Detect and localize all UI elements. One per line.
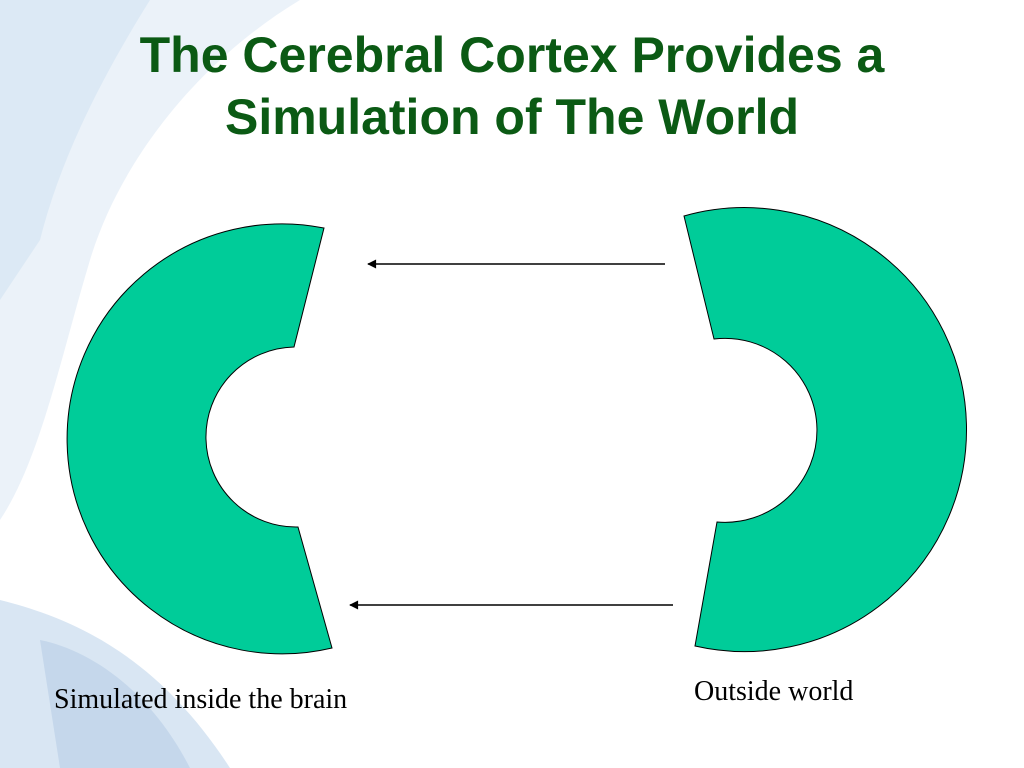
label-simulated-inside-brain: Simulated inside the brain	[54, 684, 348, 715]
title-line-1: The Cerebral Cortex Provides a	[139, 27, 885, 83]
slide-title: The Cerebral Cortex Provides a Simulatio…	[0, 24, 1024, 148]
title-line-2: Simulation of The World	[224, 89, 800, 145]
outside-world-arc	[683, 207, 967, 653]
label-outside-world: Outside world	[694, 676, 854, 707]
brain-simulation-arc	[66, 223, 333, 655]
